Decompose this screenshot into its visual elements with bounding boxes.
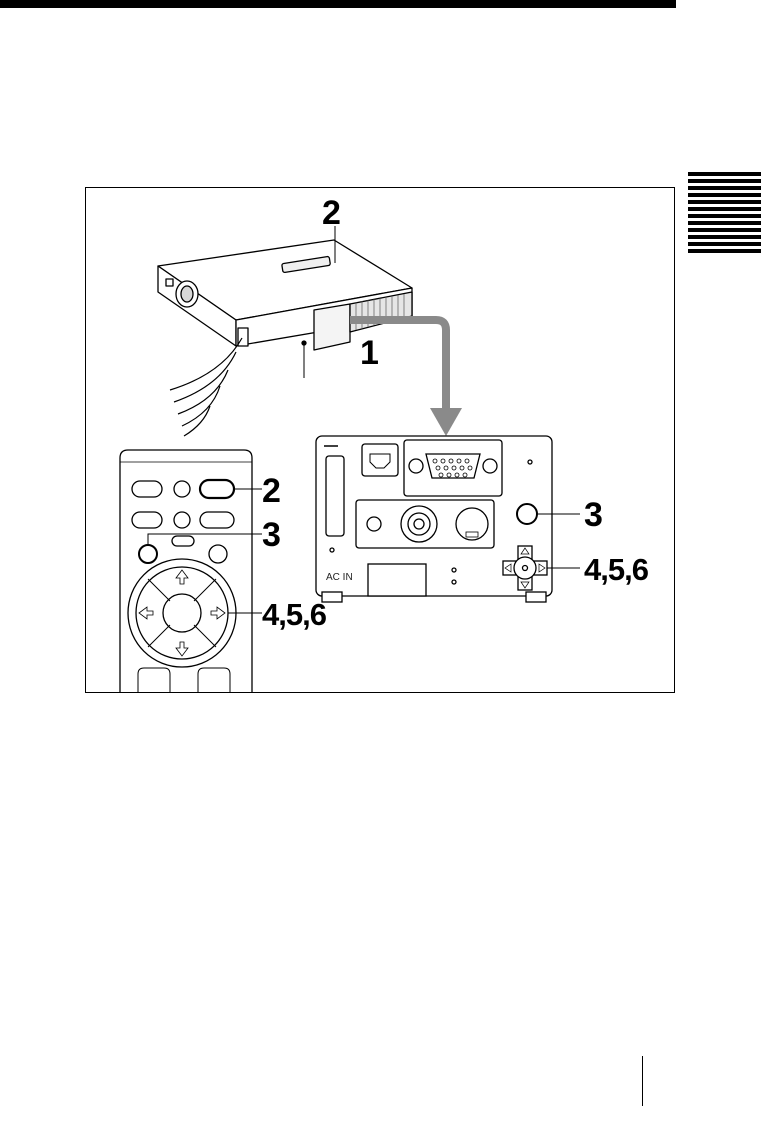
ac-in-label: AC IN [326, 572, 353, 583]
remote-control [120, 450, 252, 692]
top-rule [0, 0, 676, 8]
callout-projector-power: 2 [322, 194, 341, 232]
section-tab-marker [688, 172, 761, 258]
illustration-frame: 2 1 [85, 187, 675, 693]
callout-panel-menu: 3 [584, 496, 603, 534]
callout-remote-arrows: 4,5,6 [262, 597, 327, 632]
setup-illustration: 2 1 [86, 188, 674, 692]
callout-ir-receiver: 1 [360, 334, 379, 372]
ir-signal-waves-icon [170, 338, 242, 436]
callout-remote-key-2: 2 [262, 472, 281, 510]
callout-panel-arrows: 4,5,6 [584, 552, 649, 587]
page-footer-divider [642, 1056, 643, 1106]
callout-remote-menu: 3 [262, 516, 281, 554]
